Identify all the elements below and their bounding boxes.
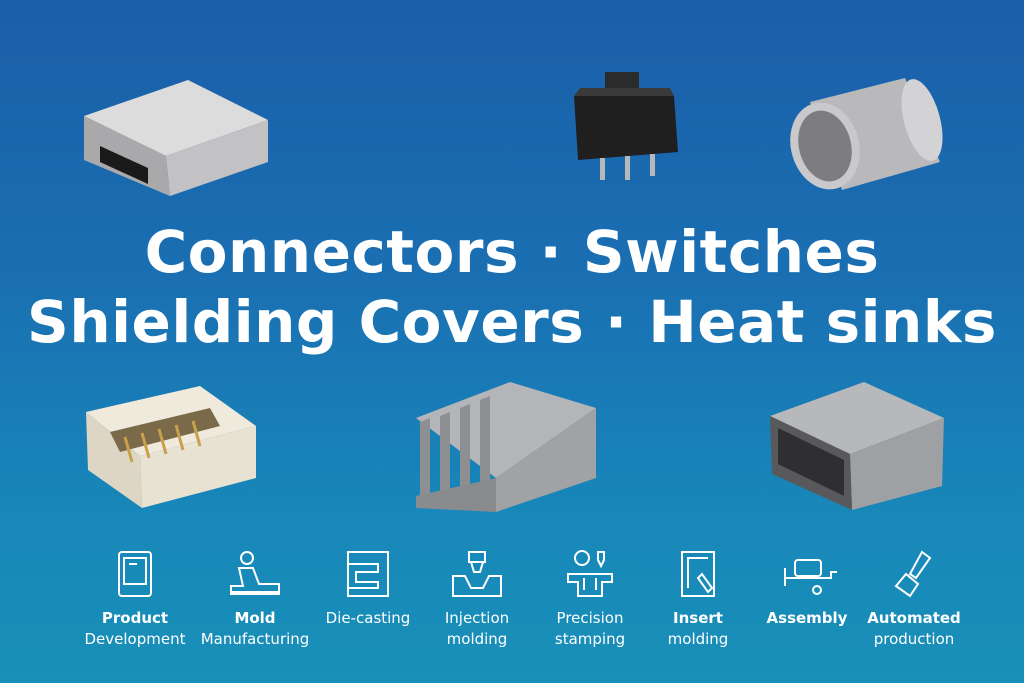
injection-nozzle-icon (452, 551, 502, 597)
feature-automated-production: Automated production (854, 548, 974, 650)
tablet-icon (118, 551, 152, 597)
feature-label-line2: production (873, 630, 955, 648)
stamping-press-icon (567, 550, 613, 597)
feature-precision-stamping: Precision stamping (530, 548, 650, 650)
feature-label-line1: Precision (556, 609, 624, 627)
headline-line-1: Connectors · Switches (144, 218, 880, 286)
feature-label-line1: Insert (673, 609, 723, 627)
feature-label-line2: molding (446, 630, 508, 648)
shielding-cover-image (84, 80, 268, 196)
feature-label-line2: Development (84, 630, 186, 648)
die-cast-press-icon (347, 551, 389, 597)
feature-label-line1: Product (101, 609, 169, 627)
heat-sink-image (416, 382, 596, 512)
plastic-housing-image (770, 382, 944, 510)
worker-machine-icon (230, 551, 280, 595)
metal-sleeve-image (790, 78, 943, 190)
feature-insert-molding: Insert molding (638, 548, 758, 650)
feature-label-line1: Automated (867, 609, 961, 627)
feature-assembly: Assembly (747, 548, 867, 629)
insert-mold-icon (681, 551, 715, 597)
feature-label-line1: Die-casting (325, 609, 411, 627)
feature-die-casting: Die-casting (308, 548, 428, 629)
feature-product-development: Product Development (75, 548, 195, 650)
tact-switch-image (574, 72, 678, 180)
headline-line-2: Shielding Covers · Heat sinks (27, 288, 997, 356)
feature-label-line2: Manufacturing (200, 630, 310, 648)
feature-label-line2: stamping (554, 630, 626, 648)
feature-label-line1: Assembly (766, 609, 848, 627)
feature-label-line1: Injection (444, 609, 510, 627)
feature-label-line1: Mold (234, 609, 276, 627)
robot-arm-icon (894, 550, 932, 598)
assembly-cart-icon (784, 559, 837, 595)
feature-label-line2: molding (667, 630, 729, 648)
wire-to-board-connector-image (86, 386, 256, 508)
feature-mold-manufacturing: Mold Manufacturing (195, 548, 315, 650)
feature-injection-molding: Injection molding (417, 548, 537, 650)
